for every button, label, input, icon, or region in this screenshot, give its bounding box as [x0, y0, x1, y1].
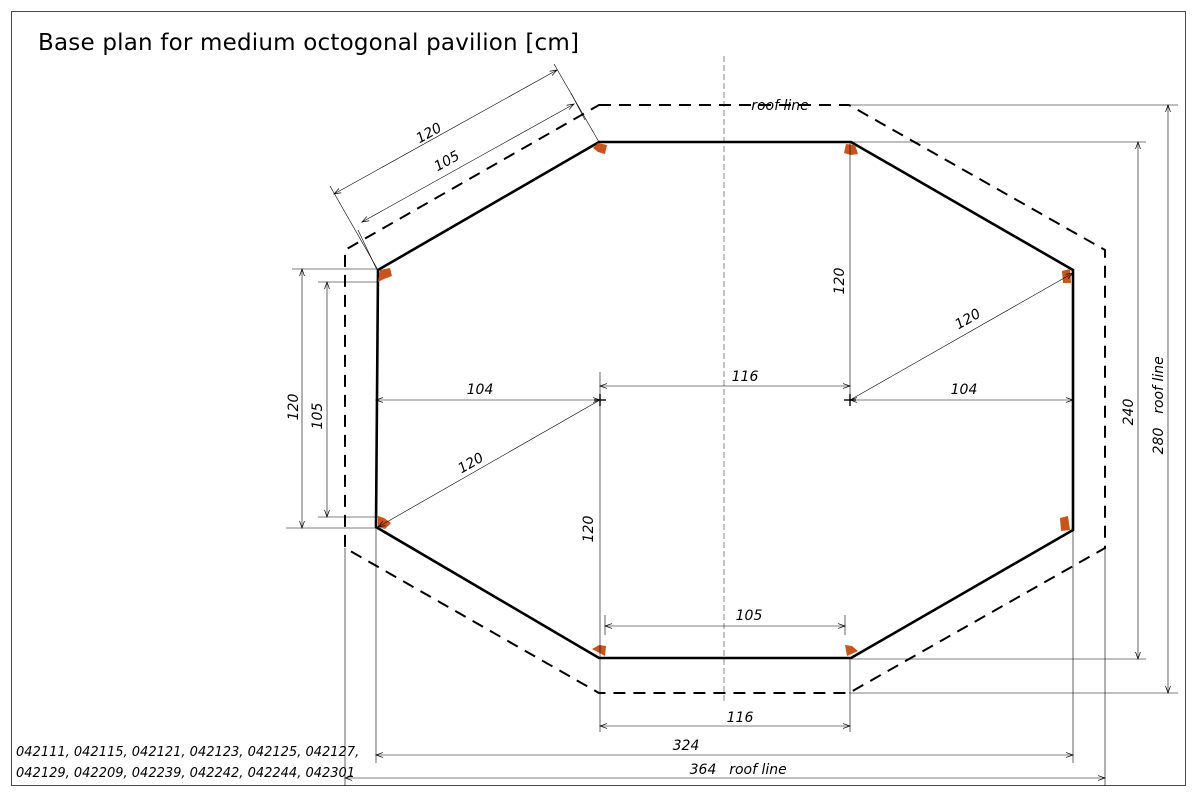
dim-upper-vertical: 120: [832, 268, 848, 295]
roof-line-right: roof line: [1151, 356, 1167, 414]
dim-left-radius: 120: [455, 450, 486, 477]
dim-bottom-roof-side: 116: [727, 710, 754, 726]
dim-bottom-side: 105: [736, 608, 763, 624]
drawing-title: Base plan for medium octogonal pavilion …: [38, 30, 580, 56]
post-right-lower: [1060, 516, 1070, 531]
dim-line-right-radius: [849, 273, 1073, 401]
post-bottom-right: [845, 645, 858, 656]
post-left-upper: [378, 268, 392, 282]
dimension-lines: [302, 70, 1168, 778]
base-outline: [374, 140, 1075, 660]
roof-line-top: roof line: [751, 98, 809, 114]
product-codes-line-2: 042129, 042209, 042239, 042242, 042244, …: [16, 766, 356, 781]
dim-left-half: 104: [467, 382, 494, 398]
post-top-right: [844, 144, 858, 155]
extension-lines: [286, 63, 1178, 786]
dim-diag-outer: 120: [413, 120, 444, 147]
dim-right-half: 104: [951, 382, 978, 398]
dim-total-width: 324: [673, 738, 700, 754]
dim-left-inner: 105: [310, 403, 326, 430]
dim-diag-inner: 105: [431, 148, 462, 175]
post-bottom-left: [592, 645, 606, 656]
product-codes: 042111, 042115, 042121, 042123, 042125, …: [16, 742, 359, 784]
post-top-left: [593, 143, 607, 154]
dim-roof-width: 364: [690, 762, 717, 778]
dim-left-outer: 120: [286, 394, 302, 421]
post-left-lower: [378, 516, 391, 529]
drawing-frame: [11, 11, 1186, 786]
roof-outline: [344, 104, 1106, 694]
dim-right-radius: 120: [952, 306, 983, 333]
roof-line-bottom: roof line: [729, 762, 787, 778]
dim-line-left-radius: [378, 399, 601, 527]
post-right-upper: [1062, 269, 1071, 283]
dim-line-diag-inner: [362, 104, 574, 222]
product-codes-line-1: 042111, 042115, 042121, 042123, 042125, …: [16, 745, 360, 760]
dim-height-body: 240: [1121, 399, 1137, 426]
dim-center-span: 116: [732, 369, 759, 385]
dim-height-roof: 280: [1151, 428, 1167, 455]
dim-lower-vertical: 120: [581, 516, 597, 543]
